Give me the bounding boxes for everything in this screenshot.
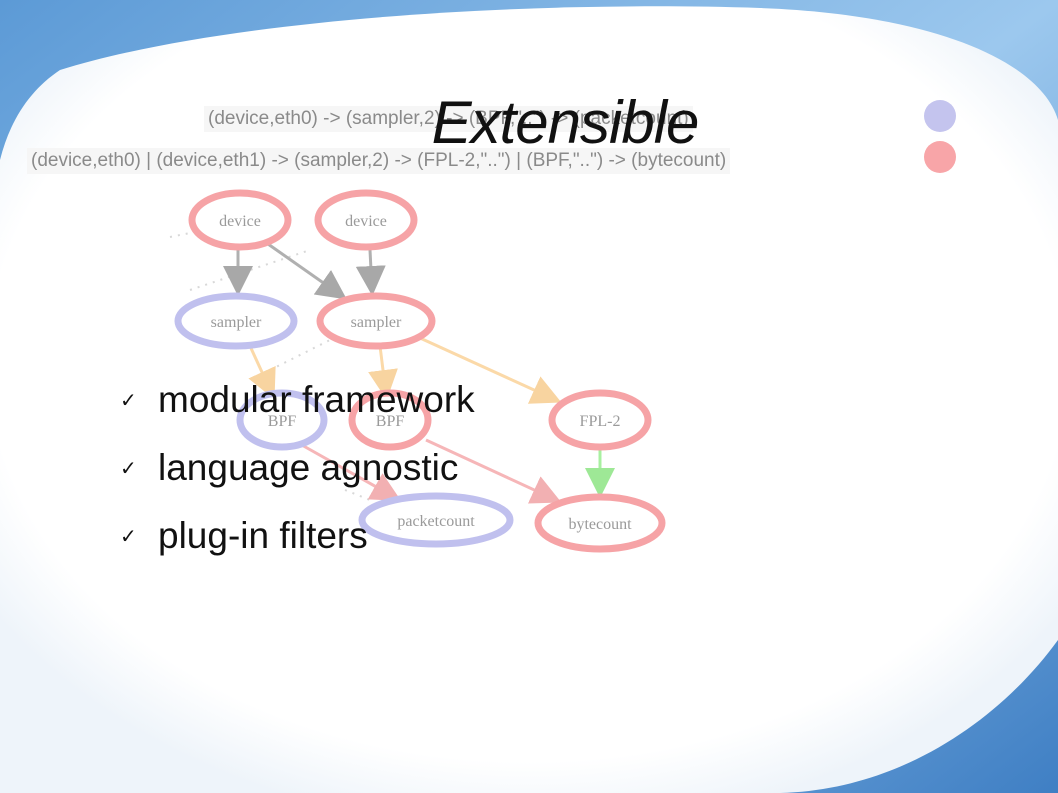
svg-text:bytecount: bytecount [568, 516, 632, 533]
svg-text:FPL-2: FPL-2 [580, 413, 621, 430]
node-bpf-1: BPF [236, 389, 328, 451]
graph-nodes: device device sampler sampler BPF BPF FP… [174, 189, 666, 553]
node-sampler-1: sampler [174, 292, 298, 350]
legend-dot-blue [924, 100, 956, 132]
feature-text: modular framework [158, 379, 475, 420]
pipeline-command-2: (device,eth0) | (device,eth1) -> (sample… [27, 148, 731, 174]
edge-device1-sampler2 [267, 242, 347, 300]
node-bytecount: bytecount [534, 493, 666, 553]
feature-text: plug-in filters [158, 515, 368, 556]
feature-text: language agnostic [158, 447, 459, 488]
svg-text:device: device [219, 213, 261, 230]
node-bpf-2: BPF [348, 389, 432, 451]
feature-item: ✓ language agnostic [120, 434, 475, 502]
node-device-2: device [314, 189, 418, 251]
feature-item: ✓ modular framework [120, 366, 475, 434]
edge-bpf2-bytecount [425, 438, 562, 504]
edge-sampler2-bpf2 [368, 345, 398, 400]
svg-text:BPF: BPF [376, 413, 405, 430]
svg-text:BPF: BPF [268, 413, 297, 430]
edge-bpf1-packetcount [299, 442, 402, 501]
svg-text:sampler: sampler [211, 314, 262, 331]
checkmark-icon: ✓ [120, 389, 137, 412]
dotted-guides [169, 232, 371, 501]
edge-device2-sampler2 [355, 249, 386, 296]
legend-dot-red [924, 141, 956, 173]
edge-sampler1-bpf1 [248, 345, 276, 400]
node-fpl-2: FPL-2 [548, 389, 652, 451]
feature-item: ✓ plug-in filters [120, 502, 475, 570]
node-device-1: device [188, 189, 292, 251]
slide-title: Extensible [431, 89, 700, 156]
edge-sampler2-fpl2 [419, 336, 562, 404]
graph-edges [223, 242, 615, 504]
svg-text:sampler: sampler [351, 314, 402, 331]
feature-list: ✓ modular framework ✓ language agnostic … [120, 366, 475, 570]
checkmark-icon: ✓ [120, 525, 137, 548]
svg-text:device: device [345, 213, 387, 230]
svg-text:packetcount: packetcount [397, 513, 475, 530]
node-packetcount: packetcount [358, 492, 514, 548]
node-sampler-2: sampler [316, 292, 436, 350]
checkmark-icon: ✓ [120, 457, 137, 480]
pipeline-command-1: (device,eth0) -> (sampler,2) -> (BPF,"..… [204, 106, 693, 132]
